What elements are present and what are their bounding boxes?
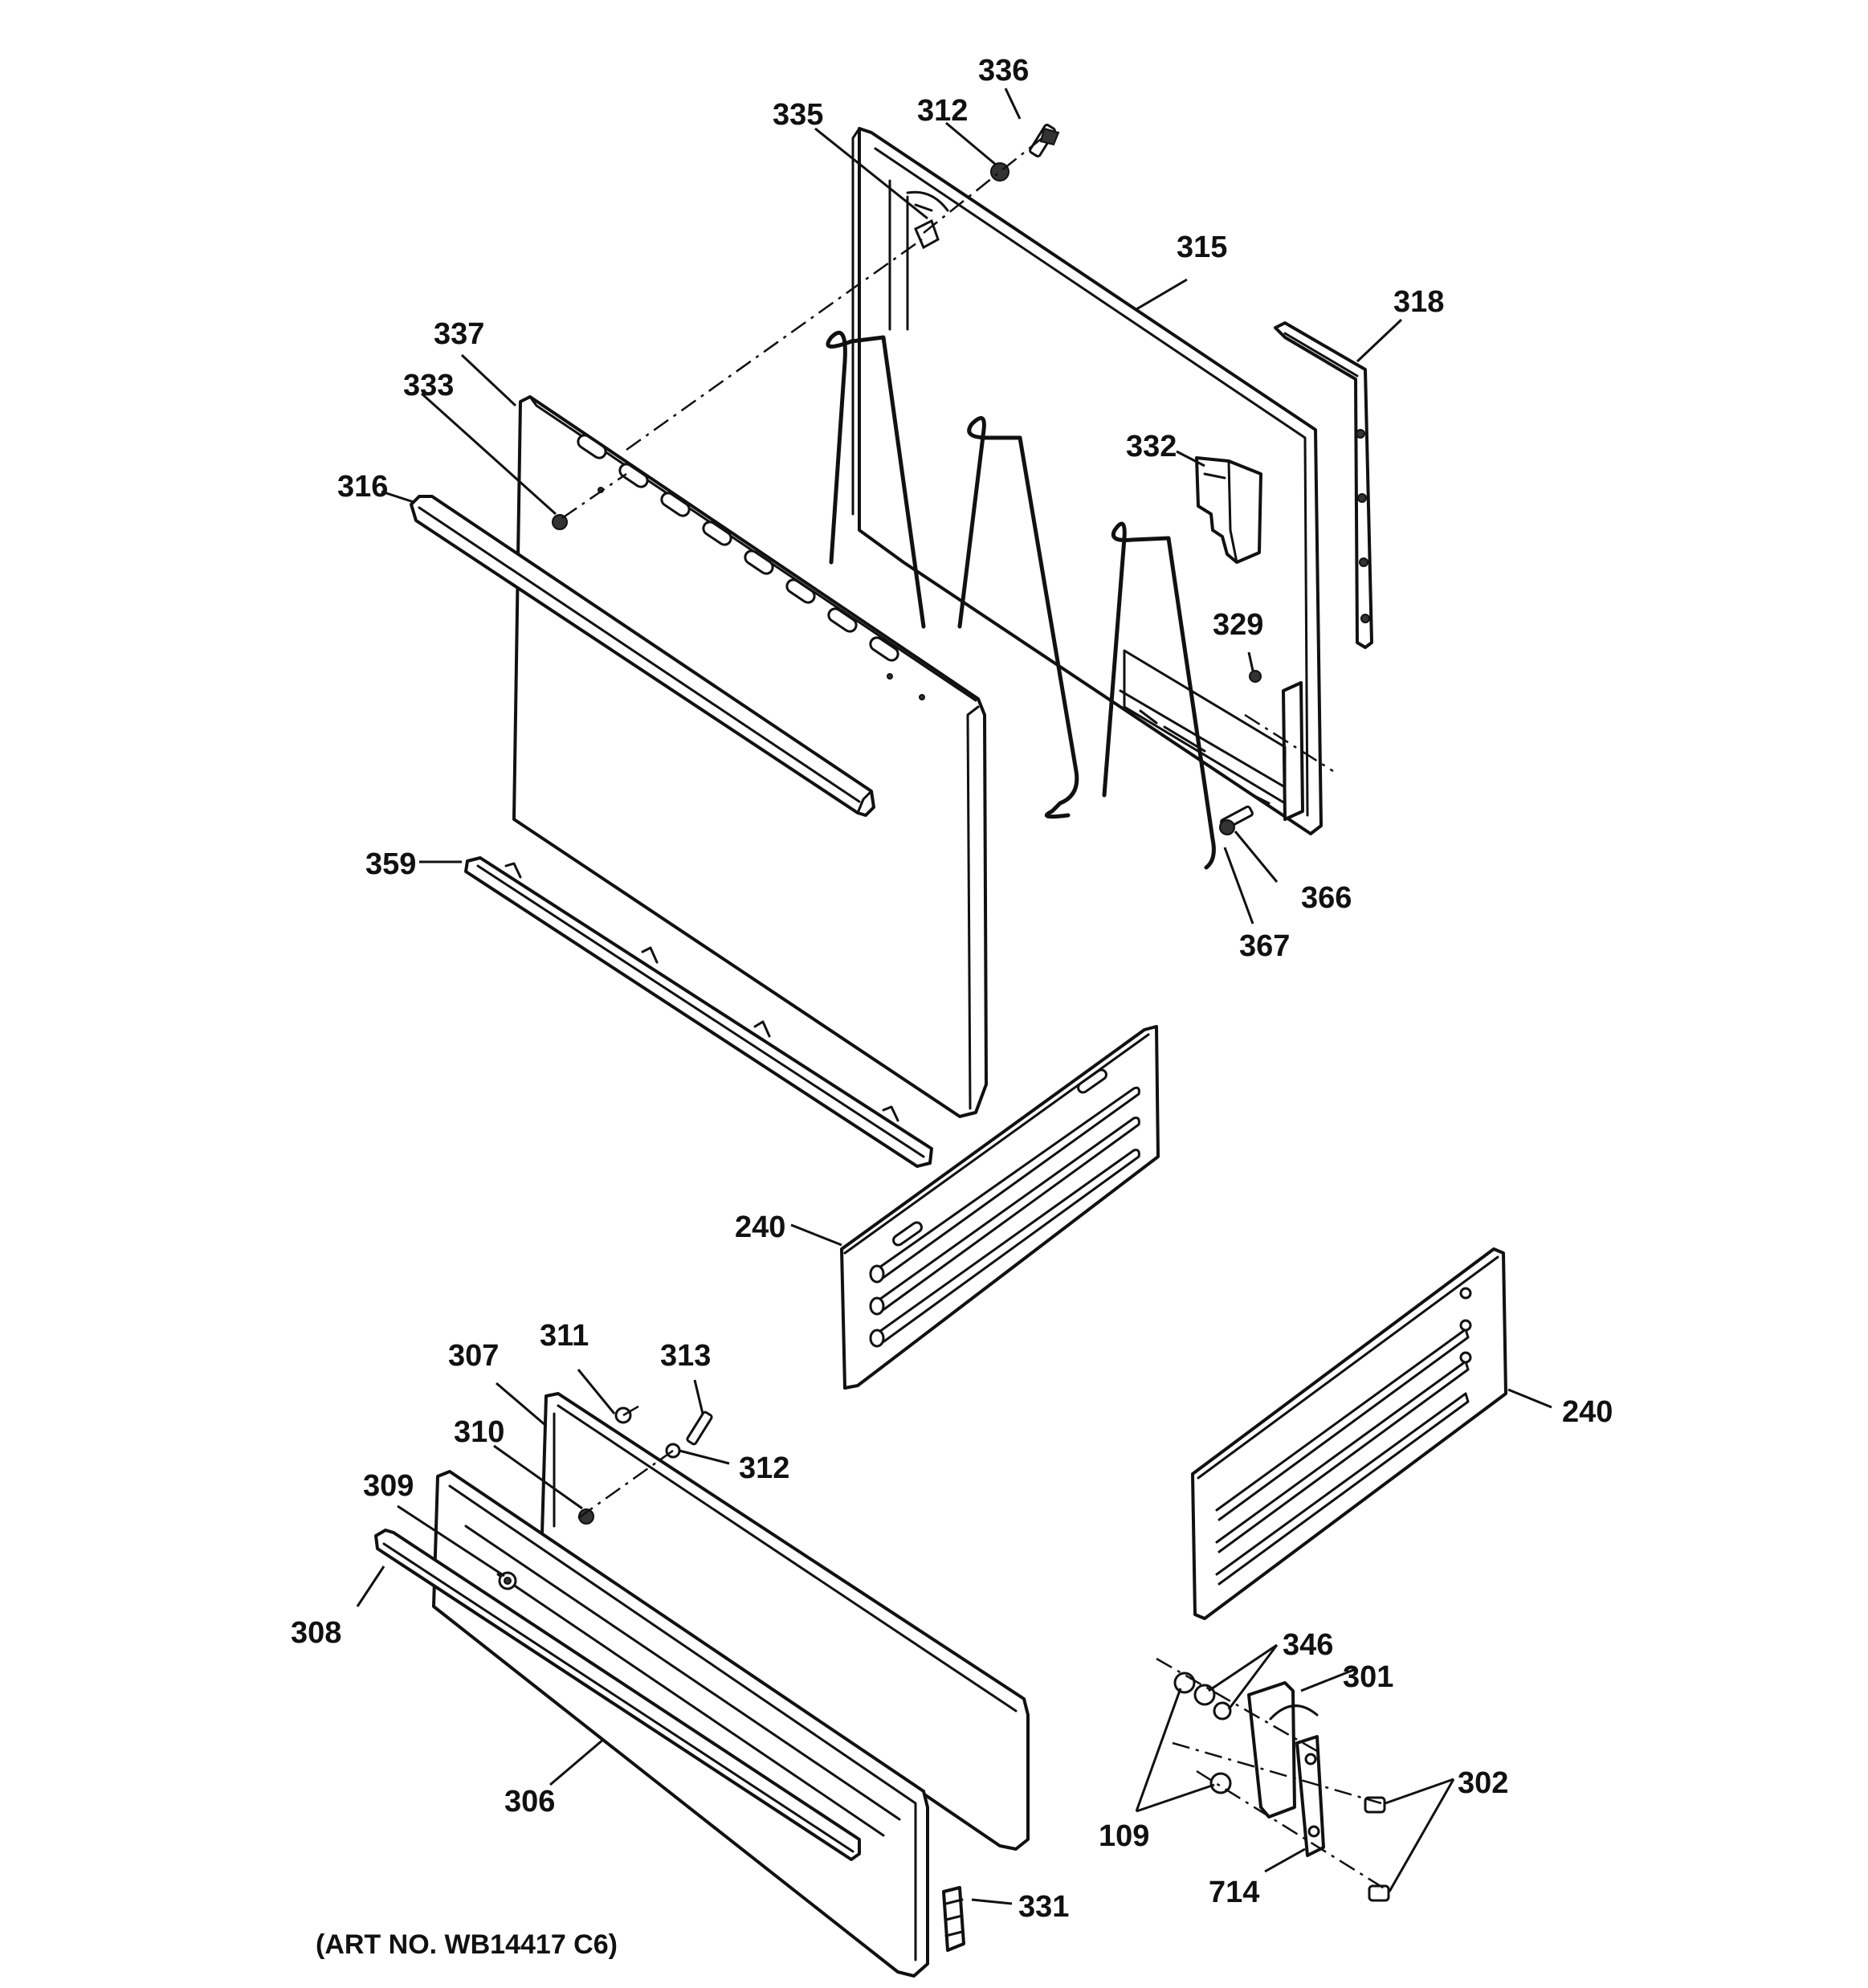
screw-302-lower-icon (1368, 1884, 1390, 1902)
callout-318: 318 (1393, 285, 1444, 319)
callout-labels: 336 335 312 315 318 337 333 332 316 329 … (291, 54, 1613, 1924)
part-308-drawer-handle (374, 1529, 861, 1861)
callout-302: 302 (1458, 1766, 1508, 1800)
callout-306: 306 (504, 1785, 555, 1819)
part-318-gasket (1274, 321, 1373, 649)
callout-366: 366 (1301, 881, 1352, 915)
door-vent-slots (577, 434, 899, 662)
callout-346: 346 (1283, 1628, 1333, 1662)
callout-331: 331 (1018, 1890, 1069, 1924)
part-301-hinge (1247, 1681, 1325, 1857)
callout-109: 109 (1099, 1819, 1149, 1853)
part-337-door-outer-panel (512, 395, 988, 1118)
art-number-caption: (ART NO. WB14417 C6) (316, 1929, 618, 1960)
callout-714: 714 (1209, 1876, 1259, 1909)
callout-332: 332 (1126, 430, 1177, 463)
part-359-door-trim (464, 856, 933, 1168)
callout-315: 315 (1177, 231, 1227, 264)
washer-346-lower-icon (1213, 1701, 1232, 1721)
callout-301: 301 (1343, 1660, 1393, 1694)
callout-309: 309 (363, 1469, 414, 1503)
washer-109-lower-icon (1209, 1772, 1232, 1794)
part-332-insulation (1195, 456, 1262, 564)
callout-359: 359 (365, 847, 416, 881)
nut-333-icon (552, 514, 568, 530)
screw-366-icon (1219, 805, 1254, 835)
leader-lines (356, 88, 1552, 1905)
door-wire-frames (826, 330, 1216, 870)
callout-329: 329 (1213, 608, 1263, 642)
washer-109-upper-icon (1173, 1672, 1196, 1694)
callout-335: 335 (773, 98, 823, 132)
hardware-fasteners (498, 123, 1390, 1902)
callout-337: 337 (434, 317, 484, 351)
callout-240-lower: 240 (1562, 1395, 1613, 1429)
callout-311: 311 (540, 1319, 589, 1353)
callout-367: 367 (1239, 929, 1290, 963)
part-316-door-handle (410, 495, 875, 817)
alignment-lines (561, 136, 1390, 1893)
callout-316: 316 (337, 470, 388, 504)
callout-240-upper: 240 (735, 1210, 785, 1244)
callout-333: 333 (403, 369, 454, 402)
part-240-side-panel-upper (840, 1025, 1160, 1390)
part-331-drawer-bracket (942, 1886, 965, 1952)
screw-336-icon (1029, 123, 1060, 158)
screw-302-upper-icon (1364, 1796, 1386, 1814)
part-315-door-inner-panel (851, 127, 1323, 835)
callout-307: 307 (448, 1339, 499, 1373)
callout-336: 336 (978, 54, 1029, 88)
clip-335-icon (914, 218, 940, 250)
screw-313-icon (686, 1410, 713, 1446)
callout-313: 313 (660, 1339, 711, 1373)
callout-312-top: 312 (917, 94, 968, 128)
screw-329-icon (1249, 670, 1262, 683)
part-240-side-panel-lower (1191, 1247, 1507, 1620)
callout-308: 308 (291, 1616, 341, 1650)
callout-312-lower: 312 (739, 1451, 789, 1485)
callout-310: 310 (454, 1415, 504, 1449)
